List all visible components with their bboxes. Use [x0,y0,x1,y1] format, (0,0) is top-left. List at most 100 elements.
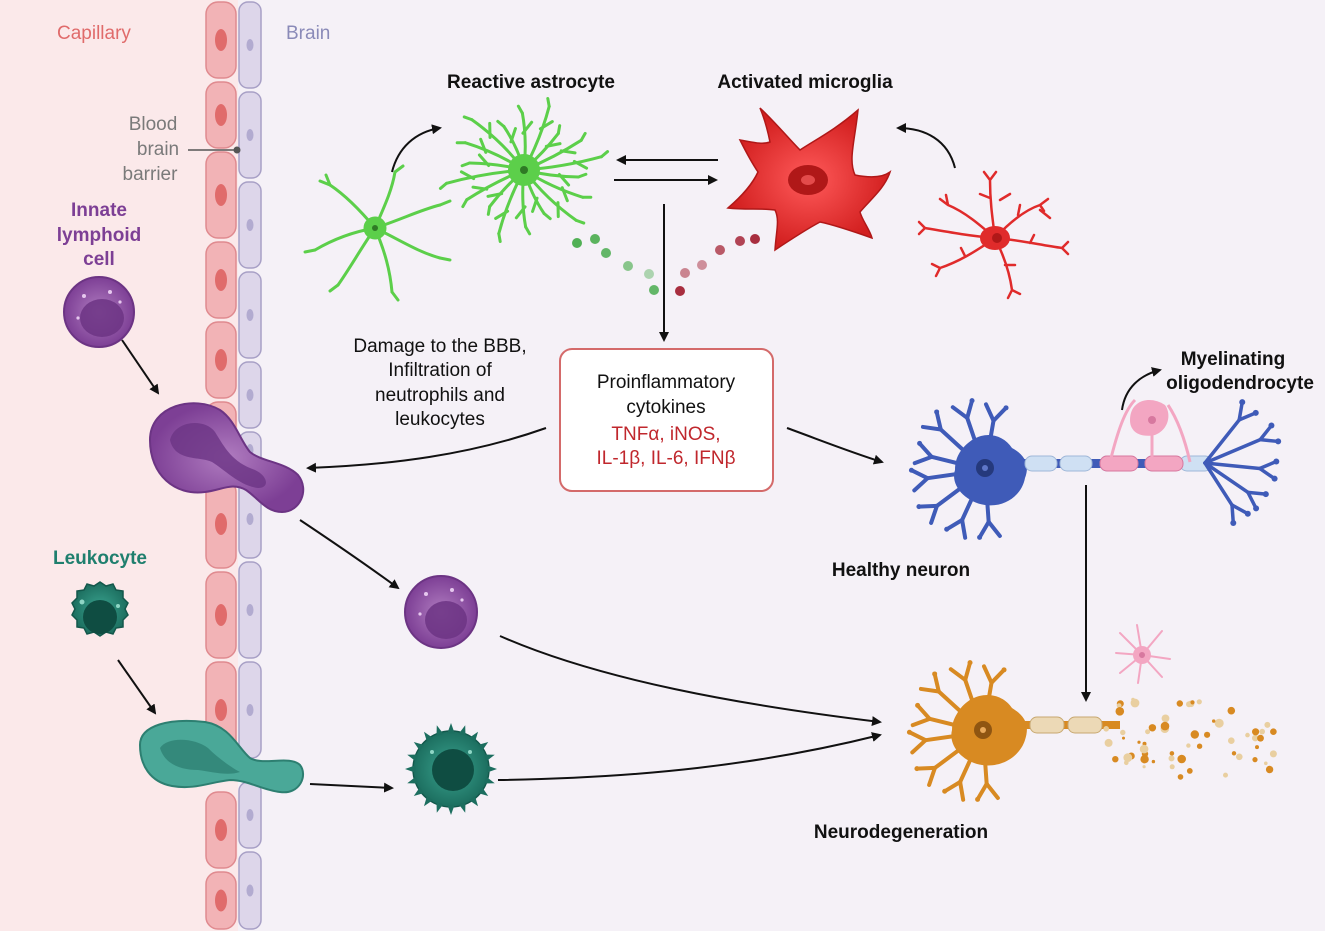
degen-dendrite [910,716,932,728]
astrocyte-branch [509,127,517,144]
astrocyte-tip [524,225,532,236]
degen-dendrite [1001,667,1007,673]
healthy-dendrite [934,409,943,432]
astrocyte-branch [557,173,571,187]
healthy-dendrite [977,519,991,540]
red-secretion-dot [697,260,707,270]
astrocyte-branch [514,205,527,220]
myelin-segment [1059,455,1093,472]
ilc-infiltration-arrow [299,519,400,590]
svg-text:brain: brain [137,139,179,160]
leukocyte-spike [405,765,416,773]
healthy-dendrite [965,398,975,420]
axon-debris [1236,753,1243,761]
oligo-label: Myelinating oligodendrocyte [1166,349,1314,394]
astrocyte-branch [479,137,488,154]
axon-debris [1259,728,1265,735]
endothelial-nucleus [215,29,227,51]
leukocyte-cell [71,581,129,637]
astrocyte-branch [471,185,489,191]
damage-text: Damage to the BBB, Infiltration of neutr… [353,336,526,430]
astrocyte-branch [572,159,589,170]
endothelial-nucleus [215,699,227,721]
brain-label: Brain [286,23,330,44]
green-secretion-dot [590,234,600,244]
bbb-label: Blood brain barrier [123,114,180,185]
ilc-in-brain [404,575,478,649]
leukocyte-to-neurodegeneration-arrow [497,732,882,781]
axon-debris [1245,732,1250,738]
healthy-neuron [908,398,1282,540]
svg-text:Blood: Blood [129,114,178,135]
axon-debris [1161,714,1170,723]
terminal-bouton [1268,422,1275,429]
resting-microglia [917,170,1070,300]
axon-terminal-branch [1230,503,1236,525]
terminal-bouton [1252,409,1259,416]
axon-debris [1142,765,1146,769]
myelinating-oligodendrocyte [1108,398,1192,463]
leukocyte-spike [436,725,444,737]
leukocyte-spike [477,787,489,797]
red-secretion-dot [675,286,685,296]
axon-debris [1177,754,1186,764]
endothelial-nucleus [215,184,227,206]
degen-dendrite [963,660,973,682]
axon-debris [1148,724,1157,732]
healthy-dendrite [960,518,968,540]
healthy-dendrite [969,398,975,404]
glial-nucleus [246,389,254,401]
leukocyte-spike [407,754,419,762]
glial-nucleus [246,39,254,51]
astrocyte-branch [531,196,539,213]
axon-debris [1140,755,1149,764]
axon-debris [1228,737,1235,744]
leukocyte-transmigrating [138,719,305,794]
terminal-bouton [1239,399,1246,406]
astrocyte-branch [560,186,569,203]
axon-debris [1145,729,1151,735]
healthy-dendrite [908,467,914,473]
healthy-dendrite [986,519,1002,538]
svg-text:oligodendrocyte: oligodendrocyte [1166,373,1314,394]
glial-nucleus [246,513,254,525]
degen-dendrite [989,667,1007,685]
degen-dendrite [932,671,938,677]
degen-dendrite [975,796,981,802]
leukocyte-spike [458,801,466,813]
red-secretion-dot [735,236,745,246]
endothelial-nucleus [215,604,227,626]
axon-debris [1186,768,1193,774]
axon-debris [1103,726,1109,732]
axon-debris [1214,718,1224,728]
activated-microglia-label: Activated microglia [717,72,893,93]
svg-text:lymphoid: lymphoid [57,225,141,246]
axon-terminal [1203,437,1263,465]
glial-nucleus [246,309,254,321]
astrocyte-branch [477,153,491,167]
leukocyte-spike [477,741,489,751]
astrocyte-tip [574,218,586,225]
ilc-transmigrating [148,402,305,514]
leukocyte-spike [469,731,479,743]
cytokines-to-neuron-arrow [786,427,884,465]
leukocyte-migration-arrow [117,659,157,715]
green-secretion-dot [623,261,633,271]
neurodegeneration-label: Neurodegeneration [814,822,988,843]
axon-terminal-branch [1258,423,1274,442]
ilc-to-neurodegeneration-arrow [499,635,882,726]
axon-debris [1252,728,1260,736]
ilc-migration-arrow [121,339,160,395]
resting-astrocyte [303,164,452,302]
degen-dendrite [907,730,928,743]
healthy-dendrite [916,504,922,510]
red-secretion-dot [680,268,690,278]
axon-terminal-branch [1258,437,1280,444]
svg-text:IL-1β, IL-6, IFNβ: IL-1β, IL-6, IFNβ [596,448,735,469]
myelin-segment [1024,455,1058,472]
axon-debris [1257,734,1264,742]
svg-text:neutrophils and: neutrophils and [375,385,505,406]
healthy-dendrite [916,503,939,509]
axon-debris [1131,697,1135,702]
axon-debris [1112,756,1119,763]
